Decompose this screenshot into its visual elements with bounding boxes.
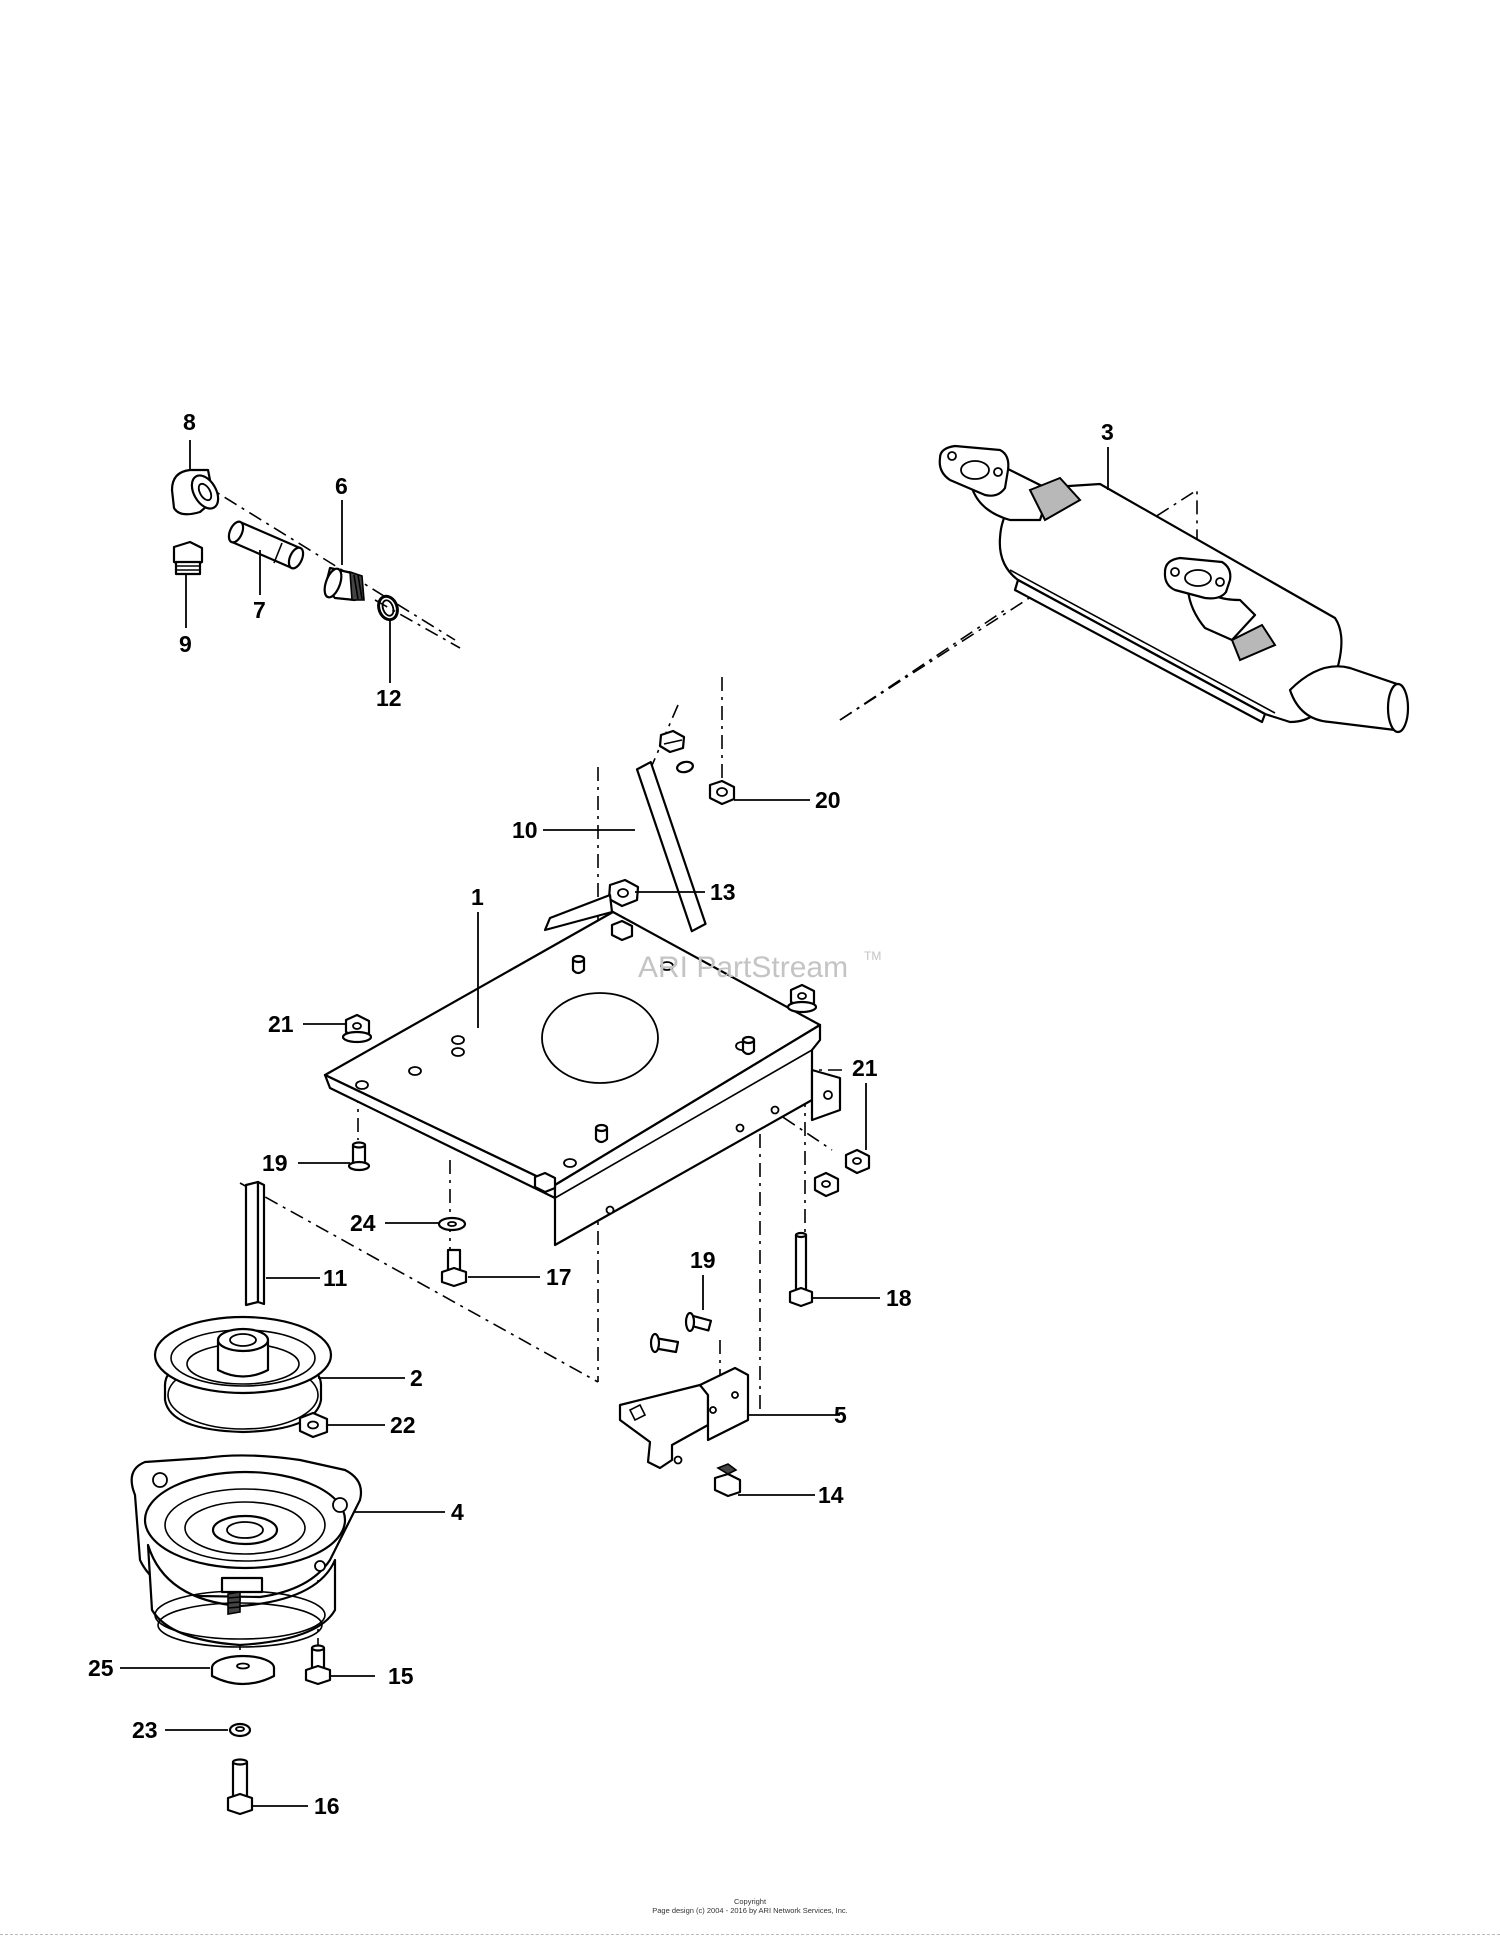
- adapter-fitting-part-6: [323, 566, 365, 602]
- flange-nut-part-21-d: [813, 1171, 840, 1198]
- pto-clutch-part-4: [130, 1454, 363, 1648]
- watermark-trademark: TM: [864, 949, 881, 963]
- bolt-part-17: [440, 1248, 468, 1288]
- leader-lines: [120, 440, 1109, 1807]
- callout-13: 13: [710, 879, 736, 905]
- hex-nut-part-20: [708, 779, 736, 806]
- flange-nut-part-21-c: [844, 1148, 871, 1175]
- callout-21-left: 21: [268, 1011, 294, 1037]
- bolt-part-15: [304, 1644, 332, 1686]
- watermark: ARI PartStream TM: [638, 949, 881, 984]
- callout-9: 9: [179, 631, 192, 657]
- flange-nut-part-21-a: [341, 1013, 373, 1044]
- callout-25: 25: [88, 1655, 114, 1681]
- callout-18: 18: [886, 1285, 912, 1311]
- callout-labels: 8 6 7 9 12 3 10 13 20 1 21 21 19 24 17 1…: [88, 409, 1114, 1819]
- callout-17: 17: [546, 1264, 572, 1290]
- callout-24: 24: [350, 1210, 376, 1236]
- callout-4: 4: [451, 1499, 464, 1525]
- copyright-footer: Copyright Page design (c) 2004 - 2016 by…: [0, 1897, 1500, 1915]
- key-part-11: [244, 1180, 266, 1307]
- nut-part-22: [298, 1411, 329, 1439]
- bolt-part-19-c: [649, 1332, 680, 1354]
- muffler-part-3: [938, 444, 1410, 734]
- spacer-part-25: [210, 1654, 276, 1686]
- callout-22: 22: [390, 1412, 416, 1438]
- bolt-part-16: [226, 1758, 254, 1816]
- watermark-text: ARI PartStream: [638, 951, 848, 984]
- washer-part-24: [437, 1216, 467, 1232]
- callout-3: 3: [1101, 419, 1114, 445]
- callout-6: 6: [335, 473, 348, 499]
- callout-10: 10: [512, 817, 538, 843]
- callout-2: 2: [410, 1365, 423, 1391]
- plate-stud-bosses: [571, 954, 756, 1144]
- callout-19-lower: 19: [690, 1247, 716, 1273]
- o-ring-part-12: [377, 594, 399, 622]
- callout-16: 16: [314, 1793, 340, 1819]
- mounting-plate-part-1: [323, 893, 842, 1247]
- lock-washer-part-23: [228, 1722, 252, 1738]
- callout-1: 1: [471, 884, 484, 910]
- bolt-part-19-b: [684, 1311, 713, 1333]
- callout-7: 7: [253, 597, 266, 623]
- clip-nut-part-13: [607, 878, 640, 908]
- callout-20: 20: [815, 787, 841, 813]
- callout-5: 5: [834, 1402, 847, 1428]
- callout-12: 12: [376, 685, 402, 711]
- flange-nut-part-21-b: [786, 983, 818, 1014]
- nut-top-of-rod: [658, 729, 686, 754]
- stud-rod-part-10: [635, 760, 707, 933]
- hex-plug-part-9: [172, 540, 204, 576]
- callout-8: 8: [183, 409, 196, 435]
- callout-14: 14: [818, 1482, 844, 1508]
- pipe-nipple-part-7: [227, 520, 305, 570]
- bolt-part-18: [788, 1231, 814, 1308]
- elbow-fitting-part-8: [170, 468, 220, 516]
- callout-23: 23: [132, 1717, 158, 1743]
- callout-11: 11: [323, 1265, 348, 1291]
- callout-19-upper: 19: [262, 1150, 288, 1176]
- copyright-line: Page design (c) 2004 - 2016 by ARI Netwo…: [652, 1906, 848, 1915]
- callout-15: 15: [388, 1663, 414, 1689]
- bracket-part-5: [618, 1366, 750, 1470]
- bottom-divider: [0, 1934, 1500, 1935]
- plate-mounted-nuts: [533, 919, 634, 1194]
- bolt-part-19-a: [347, 1141, 371, 1172]
- clip-part-14: [713, 1463, 742, 1498]
- pulley-part-2: [153, 1315, 333, 1434]
- copyright-label: Copyright: [733, 1897, 767, 1906]
- callout-21-right: 21: [852, 1055, 878, 1081]
